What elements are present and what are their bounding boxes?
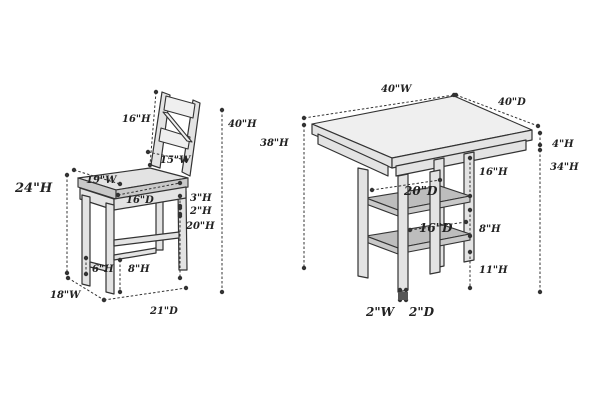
dim-chair-back-height-end-dot <box>147 162 153 168</box>
chair-back-x-slat <box>162 111 193 143</box>
chair-back-mid-rail <box>158 127 191 150</box>
dim-table-shelf-gap-end-dot <box>467 233 473 239</box>
dim-table-upper-shelf-gap-end-dot <box>467 193 473 199</box>
chair-back-top-rail <box>163 95 196 119</box>
table-leg-width-label: 2"W <box>365 305 396 319</box>
dim-chair-seat-frame-height-start-dot <box>177 205 183 211</box>
dim-chair-seat-width-start-dot <box>71 167 77 173</box>
dim-chair-back-height-start-dot <box>153 89 159 95</box>
chair-seat-to-floor-label: 20"H <box>185 221 215 232</box>
dim-chair-back-width-start-dot <box>145 149 151 155</box>
chair-seat-side-edge <box>115 177 189 200</box>
dim-table-upper-shelf-depth-start-dot <box>369 187 375 193</box>
dim-chair-back-width <box>147 151 187 161</box>
table-leg-back-right <box>463 151 475 263</box>
table-floor-clearance-label: 11"H <box>479 265 508 276</box>
table-upper-shelf-gap-label: 16"H <box>479 167 508 178</box>
dim-table-lower-shelf-depth <box>409 221 467 231</box>
table-top-width-label: 40"W <box>381 84 413 95</box>
dim-table-top-depth-end-dot <box>535 123 541 129</box>
dim-chair-total-height-left-end-dot <box>64 270 70 276</box>
chair-lower-stretcher-height-label: 8"H <box>128 264 150 275</box>
table-lower-shelf-depth-label: 16"D <box>419 221 453 235</box>
dim-table-shelf-gap-start-dot <box>467 207 473 213</box>
dim-table-leg-height-end-dot <box>537 289 543 295</box>
dim-table-upper-shelf-gap-start-dot <box>467 155 473 161</box>
dim-chair-seat-to-floor-end-dot <box>177 275 183 281</box>
table-top-depth-label: 40"D <box>498 97 526 108</box>
dim-chair-back-height <box>149 91 157 166</box>
chair-base-width-label: 18"W <box>50 290 82 301</box>
dim-table-top-depth-start-dot <box>453 92 459 98</box>
table-top-side-edge <box>391 129 533 169</box>
dim-chair-back-width-end-dot <box>183 157 189 163</box>
dim-chair-seat-depth <box>117 182 181 196</box>
dim-chair-total-height-right-start-dot <box>219 107 225 113</box>
dim-table-top-width <box>303 94 455 119</box>
dim-chair-seat-width-end-dot <box>117 181 123 187</box>
dim-table-total-height-start-dot <box>301 122 307 128</box>
chair-stretcher-height-label: 6"H <box>92 264 114 275</box>
dim-chair-cushion-height-start-dot <box>177 193 183 199</box>
table-leg-front-left <box>357 167 369 279</box>
table-leg-depth-label: 2"D <box>408 305 435 319</box>
dim-chair-lower-stretcher-height-start-dot <box>117 257 123 263</box>
dim-table-leg-depth-start-dot <box>403 287 409 293</box>
chair-seat-depth-label: 16"D <box>126 195 154 206</box>
dim-chair-total-height-left-start-dot <box>64 172 70 178</box>
table-leg-foot-marker <box>398 292 408 300</box>
dim-table-lower-shelf-depth-start-dot <box>407 227 413 233</box>
chair-front-leg-left <box>81 194 91 287</box>
dim-chair-base-width-start-dot <box>65 275 71 281</box>
dim-table-total-height-end-dot <box>301 265 307 271</box>
dim-chair-base-depth <box>103 287 187 301</box>
chair-front-stretcher <box>89 261 107 272</box>
dim-table-lower-shelf-depth-end-dot <box>463 219 469 225</box>
table-shelf-gap-label: 8"H <box>479 224 501 235</box>
dim-chair-seat-depth-start-dot <box>115 192 121 198</box>
counter-table <box>311 95 533 293</box>
table-upper-shelf-depth-label: 20"D <box>403 184 438 198</box>
dim-table-apron-height-start-dot <box>537 130 543 136</box>
table-apron-height-label: 4"H <box>552 139 574 150</box>
dim-chair-lower-stretcher-height-end-dot <box>117 289 123 295</box>
dim-chair-seat-depth-end-dot <box>177 180 183 186</box>
dim-table-upper-shelf-depth <box>371 179 441 191</box>
chair-foot-rail <box>113 247 157 261</box>
chair-total-height-right-label: 40"H <box>228 119 257 130</box>
table-apron-front <box>317 133 389 177</box>
dim-chair-total-height-right-end-dot <box>219 289 225 295</box>
chair-base-depth-label: 21"D <box>149 306 178 317</box>
dim-table-floor-clearance-end-dot <box>467 285 473 291</box>
dim-table-floor-clearance-start-dot <box>467 249 473 255</box>
dim-chair-base-depth-start-dot <box>101 297 107 303</box>
chair-back-width-label: 15"W <box>160 155 192 166</box>
chair-back-height-label: 16"H <box>122 114 151 125</box>
chair-cushion-height-label: 3"H <box>190 193 212 204</box>
table-apron-side <box>395 139 527 177</box>
dim-table-top-width-start-dot <box>301 115 307 121</box>
table-total-height-label: 38"H <box>260 138 289 149</box>
chair-back-post-right <box>181 99 201 177</box>
dim-table-top-depth <box>455 94 539 127</box>
dimension-lines <box>64 89 543 303</box>
dim-table-apron-height-end-dot <box>537 142 543 148</box>
dim-chair-seat-width <box>73 169 121 185</box>
chair-side-stretcher <box>113 231 180 247</box>
table-leg-height-label: 34"H <box>550 162 579 173</box>
dim-table-leg-width-start-dot <box>397 287 403 293</box>
dim-chair-stretcher-height-end-dot <box>83 271 89 277</box>
dim-chair-base-depth-end-dot <box>183 285 189 291</box>
table-leg-inner-right <box>429 169 441 275</box>
chair-seat-width-label: 19"W <box>86 175 118 186</box>
dim-table-leg-height-start-dot <box>537 147 543 153</box>
dim-chair-stretcher-height-start-dot <box>83 255 89 261</box>
chair-seat-frame-height-label: 2"H <box>189 206 212 217</box>
chair-front-leg-right <box>105 202 115 295</box>
dim-table-upper-shelf-depth-end-dot <box>437 177 443 183</box>
dim-chair-seat-to-floor-start-dot <box>177 213 183 219</box>
chair-total-height-left-label: 24"H <box>14 181 53 196</box>
